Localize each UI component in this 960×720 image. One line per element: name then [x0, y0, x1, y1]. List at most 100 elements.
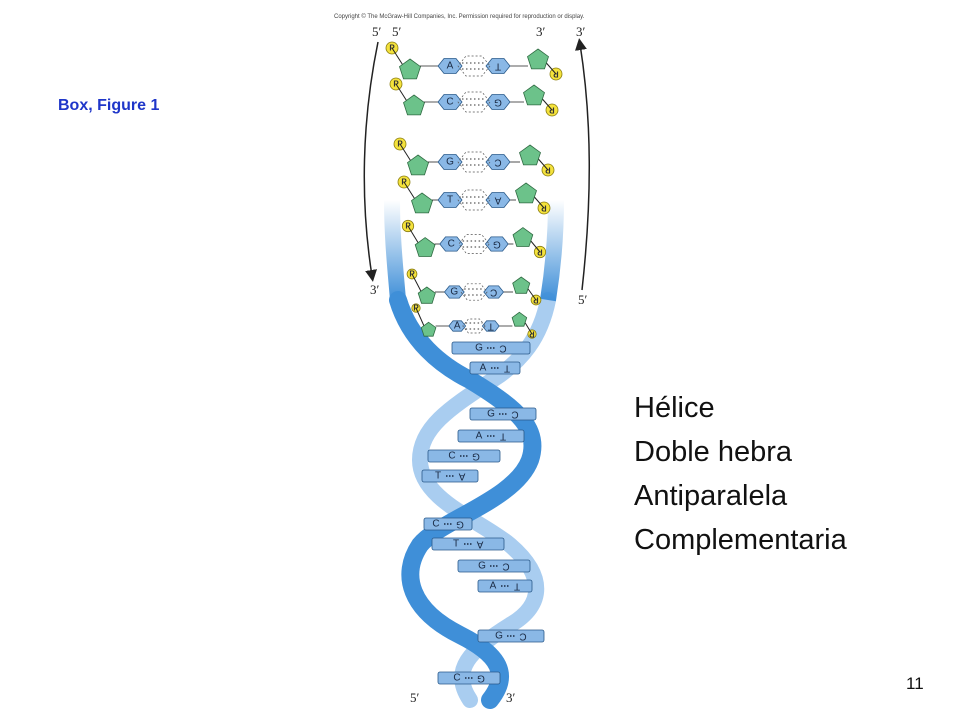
base-letter: G	[495, 631, 503, 642]
sugar-pentagon	[414, 237, 436, 257]
base-letter: A	[480, 363, 487, 374]
left-3prime-label: 3′	[370, 282, 380, 297]
base-hexagon	[437, 94, 463, 110]
base-letter: T	[514, 581, 520, 592]
right-5prime-label: 5′	[578, 292, 588, 307]
sugar-pentagon	[420, 321, 437, 337]
helix-front-strand	[389, 291, 542, 709]
slide-number: 11	[906, 674, 924, 693]
base-hexagon	[481, 320, 500, 332]
base-letter: A	[476, 539, 483, 550]
sugar-pentagon	[527, 48, 549, 70]
bottom-3prime-label: 3′	[506, 690, 516, 705]
hydrogen-bond-outline	[457, 91, 491, 113]
ladder-group: PPATPPCGPPGCPPTAPPCGPPGCPPAT	[385, 41, 563, 339]
feature-item-antiparallel: Antiparalela	[634, 480, 788, 512]
base-letter: A	[494, 195, 501, 206]
hydrogen-bond-outline	[457, 151, 491, 173]
hydrogen-bond-outline	[458, 234, 490, 254]
ladder-pair: PPCG	[389, 77, 559, 117]
ladder-pair: PPAT	[411, 303, 537, 339]
sugar-pentagon	[417, 286, 436, 304]
base-hexagon	[437, 192, 463, 208]
bottom-5prime-label: 5′	[410, 690, 420, 705]
base-letter: C	[499, 343, 506, 354]
base-letter: G	[456, 519, 464, 530]
ladder-left-backbone	[384, 199, 406, 301]
base-letter: T	[488, 321, 494, 332]
ladder-pair: PPGC	[393, 137, 555, 177]
base-letter: T	[504, 363, 510, 374]
base-hexagon	[484, 236, 509, 252]
base-letter: C	[519, 631, 526, 642]
sugar-pentagon	[511, 311, 528, 327]
base-letter: G	[475, 343, 483, 354]
feature-item-helix: Hélice	[634, 392, 715, 424]
base-letter: G	[446, 157, 454, 168]
sugar-pentagon	[515, 182, 537, 204]
sugar-pentagon	[399, 58, 421, 80]
sugar-pentagon	[512, 276, 531, 294]
top-left-5prime-label-inner: 5′	[392, 24, 402, 39]
base-letter: T	[447, 195, 453, 206]
base-letter: G	[487, 409, 495, 420]
top-left-5prime-label: 5′	[372, 24, 382, 39]
base-letter: G	[477, 673, 485, 684]
base-letter: C	[432, 519, 439, 530]
hydrogen-bond-outline	[462, 318, 486, 334]
base-letter: A	[447, 61, 454, 72]
feature-item-double-strand: Doble hebra	[634, 436, 792, 468]
base-letter: C	[490, 287, 497, 298]
base-letter: G	[494, 97, 502, 108]
base-letter: T	[435, 471, 441, 482]
base-letter: T	[453, 539, 459, 550]
left-direction-arrow	[363, 41, 379, 282]
base-letter: G	[478, 561, 486, 572]
base-hexagon	[437, 154, 463, 170]
base-hexagon	[483, 285, 505, 299]
base-letter: A	[490, 581, 497, 592]
base-hexagon	[437, 58, 463, 74]
base-hexagon	[485, 192, 511, 208]
base-hexagon	[443, 285, 465, 299]
base-hexagon	[485, 58, 511, 74]
base-letter: A	[454, 321, 461, 332]
base-letter: G	[450, 287, 458, 298]
figure-label: Box, Figure 1	[58, 97, 160, 114]
base-letter: C	[511, 409, 518, 420]
base-letter: C	[453, 673, 460, 684]
feature-list: Hélice Doble hebra Antiparalela Compleme…	[634, 386, 847, 562]
base-letter: C	[446, 97, 453, 108]
ladder-pair: PPTA	[397, 175, 551, 215]
base-letter: A	[476, 431, 483, 442]
ladder-right-backbone	[540, 199, 564, 302]
sugar-pentagon	[407, 154, 429, 176]
ladder-pair: PPGC	[406, 268, 542, 306]
sugar-pentagon	[403, 94, 425, 116]
base-letter: C	[448, 451, 455, 462]
base-letter: T	[500, 431, 506, 442]
base-letter: G	[493, 239, 501, 250]
ladder-pair: PPCG	[401, 219, 547, 259]
base-letter: T	[495, 61, 501, 72]
sugar-pentagon	[523, 84, 545, 106]
hydrogen-bond-outline	[457, 189, 491, 211]
top-right-3prime-label-inner: 3′	[536, 24, 546, 39]
top-right-3prime-label: 3′	[576, 24, 586, 39]
base-hexagon	[485, 94, 511, 110]
base-letter: A	[458, 471, 465, 482]
copyright-notice: Copyright © The McGraw-Hill Companies, I…	[334, 14, 585, 20]
sugar-pentagon	[519, 144, 541, 166]
